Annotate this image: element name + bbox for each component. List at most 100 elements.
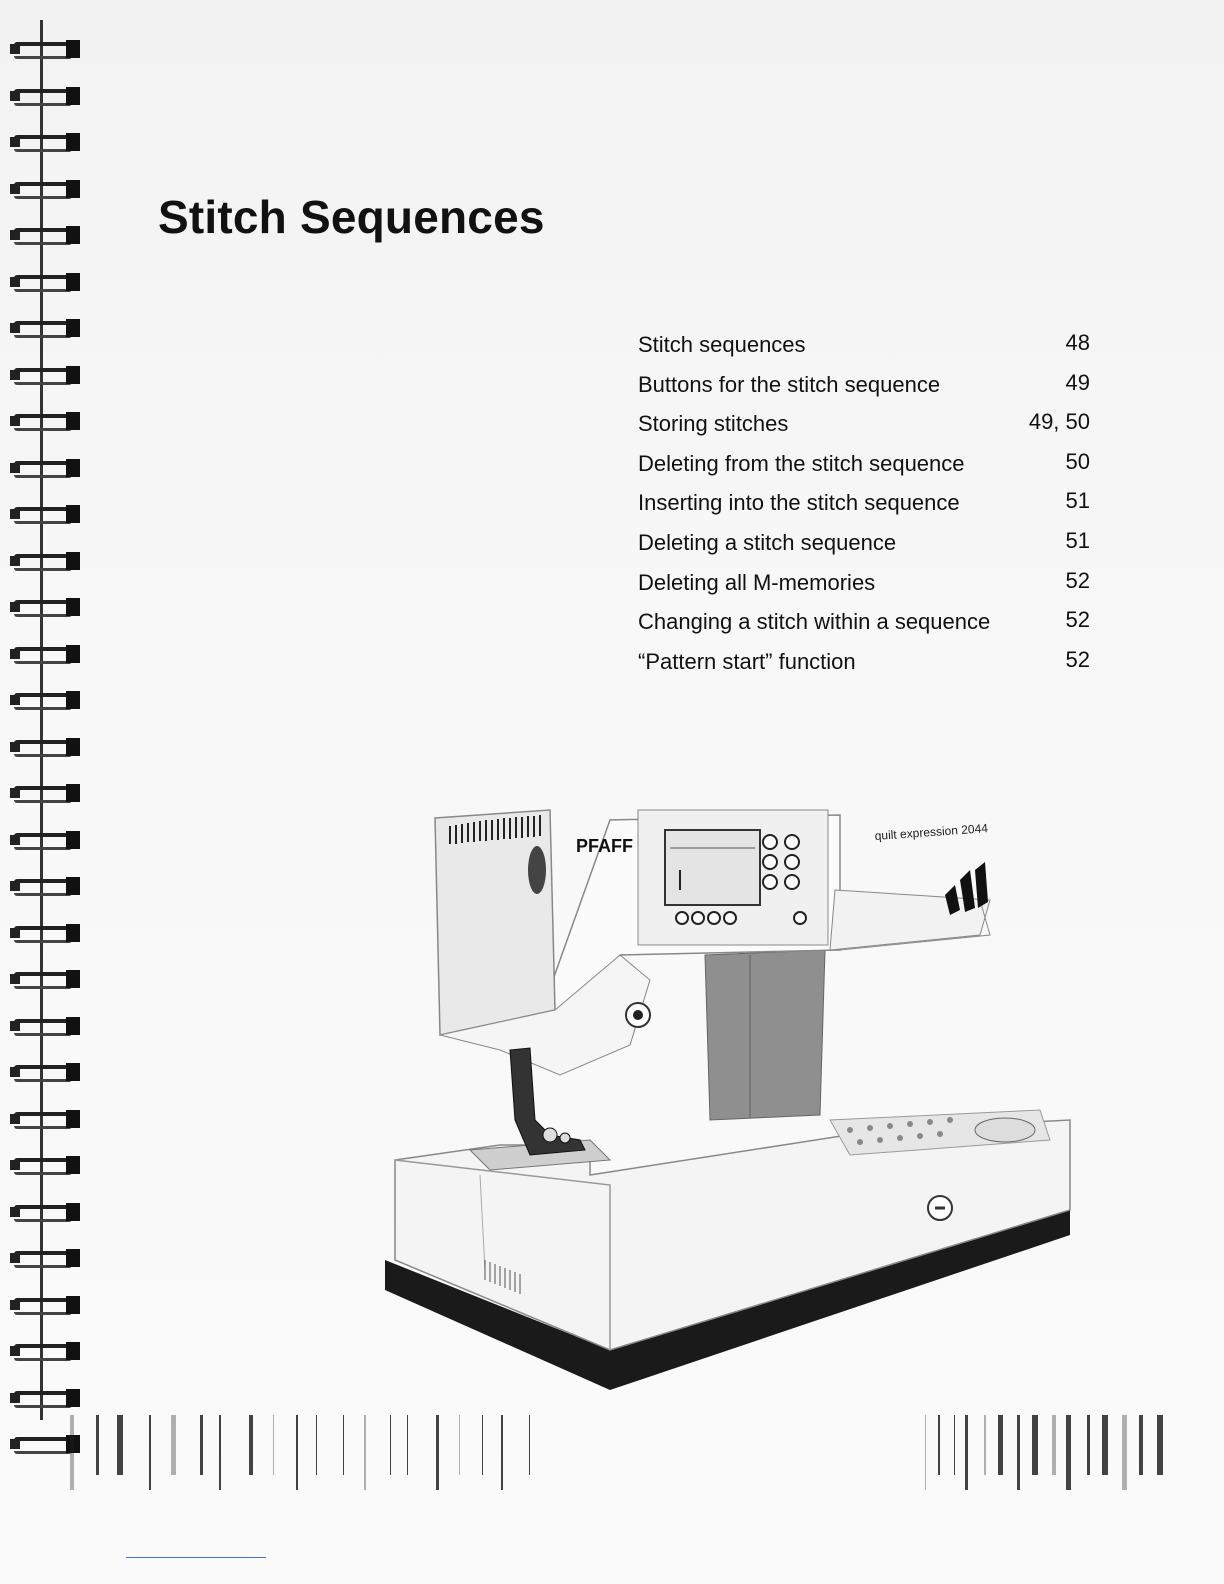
toc-row: Buttons for the stitch sequence 49 xyxy=(638,365,1093,405)
toc-label: “Pattern start” function xyxy=(638,648,856,674)
toc-label: Inserting into the stitch sequence xyxy=(638,490,960,516)
barcode-bar xyxy=(938,1415,940,1475)
spiral-binding xyxy=(10,20,90,1454)
binding-ring xyxy=(10,1154,84,1176)
toc-page-number: 49 xyxy=(1065,369,1090,395)
toc-page-number: 50 xyxy=(1065,448,1090,474)
binding-ring xyxy=(10,829,84,851)
barcode-bar xyxy=(390,1415,391,1475)
toc-label: Buttons for the stitch sequence xyxy=(638,371,941,397)
barcode-bar xyxy=(149,1415,151,1490)
barcode-bar xyxy=(459,1415,460,1475)
barcode-bar xyxy=(171,1415,176,1475)
barcode-bar xyxy=(954,1415,955,1475)
binding-ring xyxy=(10,1108,84,1130)
toc-page-number: 51 xyxy=(1065,527,1090,553)
binding-ring xyxy=(10,875,84,897)
binding-ring xyxy=(10,317,84,339)
toc-row: Stitch sequences 48 xyxy=(638,325,1093,365)
toc-row: Deleting all M-memories 52 xyxy=(638,563,1093,603)
toc-row: Changing a stitch within a sequence 52 xyxy=(638,602,1093,642)
barcode-bar xyxy=(436,1415,439,1490)
binding-ring xyxy=(10,38,84,60)
barcode-bar xyxy=(998,1415,1003,1475)
binding-ring xyxy=(10,596,84,618)
barcode-bar xyxy=(1087,1415,1090,1475)
barcode-bar xyxy=(273,1415,274,1475)
barcode-right xyxy=(925,1415,1200,1490)
binding-ring xyxy=(10,922,84,944)
binding-ring xyxy=(10,364,84,386)
binding-ring xyxy=(10,1433,84,1455)
binding-ring xyxy=(10,968,84,990)
toc-page-number: 51 xyxy=(1065,488,1090,514)
barcode-left xyxy=(70,1415,530,1490)
barcode-bar xyxy=(1139,1415,1143,1475)
binding-ring xyxy=(10,1061,84,1083)
barcode-bar xyxy=(529,1415,530,1475)
toc-label: Stitch sequences xyxy=(638,332,806,357)
table-of-contents: Stitch sequences 48 Buttons for the stit… xyxy=(638,325,1093,681)
barcode-bar xyxy=(364,1415,366,1490)
barcode-bar xyxy=(482,1415,483,1475)
binding-ring xyxy=(10,1201,84,1223)
binding-ring xyxy=(10,131,84,153)
binding-ring xyxy=(10,736,84,758)
barcode-bar xyxy=(1017,1415,1020,1490)
barcode-bar xyxy=(200,1415,203,1475)
toc-row: Deleting a stitch sequence 51 xyxy=(638,523,1093,563)
barcode-bar xyxy=(117,1415,123,1475)
toc-label: Deleting all M-memories xyxy=(638,569,876,595)
binding-ring xyxy=(10,85,84,107)
binding-ring xyxy=(10,689,84,711)
barcode-bar xyxy=(501,1415,503,1490)
binding-ring xyxy=(10,782,84,804)
toc-row: Storing stitches 49, 50 xyxy=(638,404,1093,444)
barcode-bar xyxy=(1157,1415,1163,1475)
barcode-bar xyxy=(1052,1415,1056,1475)
binding-ring xyxy=(10,1387,84,1409)
barcode-bar xyxy=(1122,1415,1127,1490)
binding-ring xyxy=(10,643,84,665)
barcode-bar xyxy=(1102,1415,1108,1475)
binding-ring xyxy=(10,550,84,572)
barcode-bar xyxy=(296,1415,298,1490)
barcode-bar xyxy=(249,1415,253,1475)
toc-label: Deleting from the stitch sequence xyxy=(638,450,965,476)
binding-ring xyxy=(10,271,84,293)
barcode-bar xyxy=(96,1415,99,1475)
binding-ring xyxy=(10,1294,84,1316)
machine-model: quilt expression 2044 xyxy=(874,821,988,843)
binding-ring xyxy=(10,503,84,525)
binding-ring xyxy=(10,457,84,479)
barcode-bar xyxy=(925,1415,926,1490)
sewing-machine-photo: PFAFF quilt expression 2044 xyxy=(385,809,1071,1390)
barcode-bar xyxy=(1032,1415,1038,1475)
toc-page-number: 52 xyxy=(1065,646,1090,672)
barcode-bar xyxy=(1066,1415,1071,1490)
binding-ring xyxy=(10,1340,84,1362)
page-title: Stitch Sequences xyxy=(158,191,545,243)
machine-brand: PFAFF xyxy=(576,836,633,856)
binding-ring xyxy=(10,1015,84,1037)
toc-label: Storing stitches xyxy=(638,411,789,437)
toc-label: Deleting a stitch sequence xyxy=(638,529,897,555)
barcode-bar xyxy=(316,1415,317,1475)
binding-spine xyxy=(40,20,43,1420)
toc-row: “Pattern start” function 52 xyxy=(638,642,1093,682)
footer-rule xyxy=(126,1557,266,1558)
barcode-bar xyxy=(70,1415,74,1490)
toc-row: Inserting into the stitch sequence 51 xyxy=(638,483,1093,523)
binding-ring xyxy=(10,224,84,246)
barcode-bar xyxy=(343,1415,344,1475)
toc-page-number: 48 xyxy=(1065,330,1090,355)
toc-label: Changing a stitch within a sequence xyxy=(638,609,991,635)
binding-ring xyxy=(10,178,84,200)
toc-page-number: 52 xyxy=(1065,567,1090,593)
binding-ring xyxy=(10,410,84,432)
toc-row: Deleting from the stitch sequence 50 xyxy=(638,444,1093,484)
barcode-bar xyxy=(407,1415,408,1475)
binding-ring xyxy=(10,1247,84,1269)
toc-page-number: 52 xyxy=(1065,607,1090,633)
